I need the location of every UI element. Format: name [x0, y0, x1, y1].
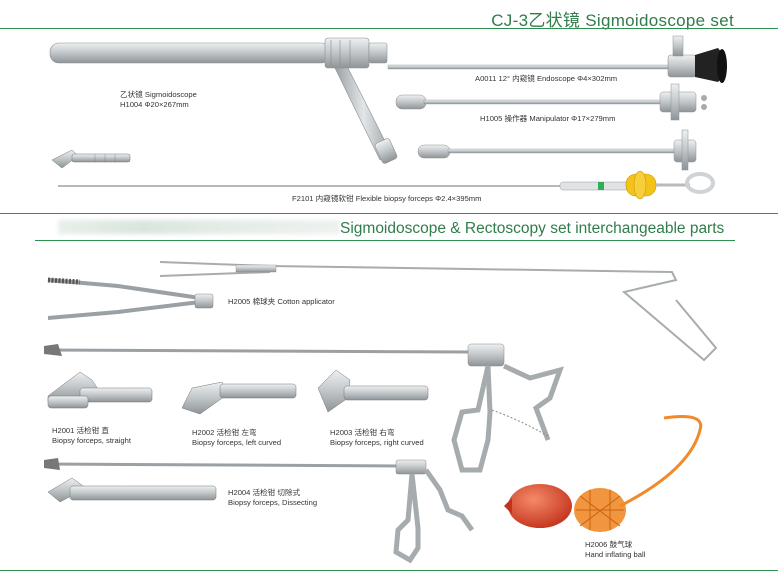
forceps-right-name: Biopsy forceps, right curved — [330, 438, 424, 447]
grasper-tip-illustration — [51, 149, 131, 169]
dissecting-forceps-long-illustration — [43, 458, 475, 564]
endoscope-label: A0011 12° 内窥镜 Endoscope Φ4×302mm — [475, 74, 618, 83]
forceps-tip-left-illustration — [181, 381, 297, 415]
section-title: Sigmoidoscope & Rectoscopy set interchan… — [340, 220, 725, 237]
inflating-ball-name: Hand inflating ball — [585, 550, 646, 559]
sigmoidoscope-code: H1004 Φ20×267mm — [120, 100, 189, 109]
forceps-straight-code: H2001 活检钳 直 — [52, 426, 109, 435]
forceps-right-label: H2003 活检钳 右弯 Biopsy forceps, right curve… — [330, 428, 424, 448]
forceps-straight-label: H2001 活检钳 直 Biopsy forceps, straight — [52, 426, 131, 446]
header-divider — [0, 28, 778, 29]
flexible-forceps-illustration — [58, 170, 715, 200]
inflating-ball-code: H2006 鼓气球 — [585, 540, 633, 549]
forceps-left-label: H2002 活检钳 左弯 Biopsy forceps, left curved — [192, 428, 281, 448]
forceps-left-code: H2002 活检钳 左弯 — [192, 428, 257, 437]
cotton-applicator-illustration — [47, 261, 718, 362]
forceps-tip-right-illustration — [317, 369, 429, 413]
forceps-tip-dissecting-illustration — [47, 477, 217, 503]
forceps-straight-name: Biopsy forceps, straight — [52, 436, 131, 445]
section-divider-top — [0, 213, 778, 214]
sigmoidoscope-label: 乙状镜 Sigmoidoscope H1004 Φ20×267mm — [120, 90, 197, 110]
forceps-dissecting-label: H2004 活检钳 切除式 Biopsy forceps, Dissecting — [228, 488, 317, 508]
section-divider-bottom — [35, 240, 735, 241]
blurred-watermark — [58, 220, 340, 234]
forceps-right-code: H2003 活检钳 右弯 — [330, 428, 395, 437]
endoscope-illustration — [387, 35, 727, 83]
inflating-ball-label: H2006 鼓气球 Hand inflating ball — [585, 540, 645, 560]
cotton-applicator-label: H2005 棉球夹 Cotton applicator — [228, 297, 335, 306]
page-title: CJ-3乙状镜 Sigmoidoscope set — [491, 11, 734, 30]
biopsy-forceps-long-illustration — [43, 343, 564, 473]
forceps-dissecting-code: H2004 活检钳 切除式 — [228, 488, 301, 497]
flexible-forceps-label: F2101 内窥镜软钳 Flexible biopsy forceps Φ2.4… — [292, 194, 482, 203]
forceps-left-name: Biopsy forceps, left curved — [192, 438, 282, 447]
sigmoidoscope-illustration — [49, 37, 398, 164]
footer-divider — [0, 570, 778, 571]
insert-illustration — [417, 129, 697, 171]
manipulator-illustration — [395, 83, 707, 121]
sigmoidoscope-name: 乙状镜 Sigmoidoscope — [120, 90, 197, 99]
manipulator-label: H1005 操作器 Manipulator Φ17×279mm — [480, 114, 616, 123]
forceps-dissecting-name: Biopsy forceps, Dissecting — [228, 498, 318, 507]
forceps-tip-straight-illustration — [47, 371, 153, 409]
inflating-ball-illustration — [504, 415, 703, 532]
